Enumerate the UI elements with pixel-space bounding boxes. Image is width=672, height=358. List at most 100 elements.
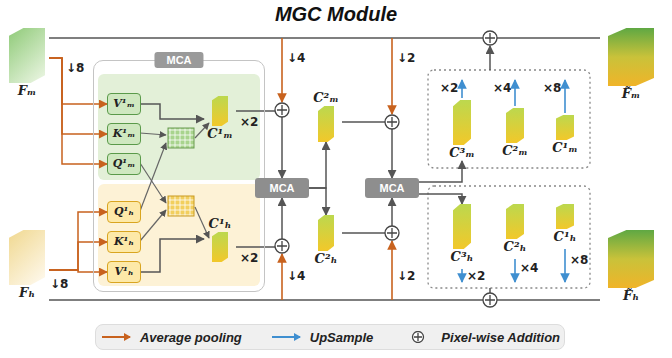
feature-slab [506, 108, 524, 143]
key-line [140, 210, 166, 241]
legend-item: UpSample [270, 330, 374, 345]
query-cross-line [140, 163, 166, 203]
upsample-arrow [514, 259, 516, 282]
feature-label: Fₕ [19, 285, 35, 301]
sum-line [489, 46, 491, 70]
legend-text: Pixel-wise Addition [441, 330, 560, 345]
scale-label: ×8 [543, 80, 561, 96]
attention-output [195, 207, 209, 238]
flow-connector [342, 122, 392, 178]
pooling-connector [49, 242, 107, 270]
mca-box: MCA [365, 178, 419, 198]
legend-item: Average pooling [100, 330, 242, 345]
upsample-arrow [461, 269, 463, 282]
feature-slab [556, 115, 574, 140]
feature-label: C³ₕ [451, 249, 474, 265]
projection-label: K¹ₘ [113, 126, 135, 142]
feature-slab [9, 28, 45, 83]
group-output-lines [489, 46, 491, 293]
pool-line [391, 38, 393, 114]
feature-map-node: C¹ₘ [204, 96, 236, 142]
feature-slab [318, 215, 334, 251]
legend-text: Average pooling [140, 330, 242, 345]
mca-box: MCA [255, 178, 309, 198]
flow-connector [419, 161, 462, 182]
feature-label: C¹ₕ [209, 216, 232, 232]
pool-line [391, 241, 393, 300]
attention-output [195, 123, 209, 138]
feature-slab [556, 204, 574, 229]
attention-map [168, 128, 194, 148]
flow-connector [141, 239, 204, 272]
scale-label: ×2 [240, 250, 258, 266]
diagram-title: MGC Module [0, 3, 672, 26]
scale-label: ↓2 [397, 50, 415, 66]
mca-label: MCA [379, 180, 404, 196]
mca-block: MCAV¹ₘK¹ₘQ¹ₘC¹ₘQ¹ₕK¹ₕV¹ₕC¹ₕ [93, 60, 265, 292]
add-symbol [275, 239, 289, 253]
scale-label: ↓8 [66, 60, 84, 76]
feature-slab [9, 230, 45, 285]
pooling-connector [49, 212, 107, 270]
feature-map-node: C³ₕ [442, 204, 482, 265]
feature-map-node: C²ₕ [495, 204, 535, 255]
feature-map-node: C¹ₕ [545, 204, 585, 245]
scale-label: ×2 [467, 268, 485, 284]
feature-slab [608, 28, 654, 86]
mca-label: MCA [269, 180, 294, 196]
legend-sample [270, 331, 304, 343]
legend-sample [401, 331, 435, 343]
scale-label: ↓8 [50, 276, 68, 292]
add-symbol [275, 103, 289, 117]
mca-green-region [98, 74, 260, 180]
scale-label: ×4 [493, 80, 511, 96]
dotted-group-box [428, 70, 590, 168]
mca-tab: MCA [154, 52, 203, 68]
projection-box: V¹ₘ [107, 93, 141, 115]
add-symbol [483, 293, 497, 307]
upsample-arrow [514, 80, 516, 106]
legend-item: Pixel-wise Addition [401, 330, 560, 345]
feature-label: C²ₕ [315, 251, 338, 267]
scale-label: ×2 [440, 80, 458, 96]
pooling-lines [282, 38, 392, 300]
feature-label: C³ₘ [449, 145, 475, 161]
pool-line [281, 38, 283, 102]
feature-slab [506, 204, 524, 239]
feature-slab [453, 204, 471, 249]
feature-map-node: C²ₘ [310, 90, 342, 142]
flow-connector [419, 194, 462, 204]
projection-box: V¹ₕ [107, 261, 141, 283]
legend-text: UpSample [310, 330, 374, 345]
projection-box: K¹ₘ [107, 123, 141, 145]
feature-label: C¹ₕ [554, 229, 577, 245]
mca-yellow-region [98, 184, 260, 286]
feature-map-node: Fₕ [5, 230, 49, 301]
feature-map-node: F̃ₕ [600, 230, 662, 304]
projection-label: V¹ₕ [114, 264, 133, 280]
scale-label: ↓4 [287, 268, 305, 284]
attention-lines [140, 123, 209, 241]
flow-connector [49, 299, 600, 301]
projection-label: V¹ₘ [113, 96, 134, 112]
feature-slab [212, 96, 228, 126]
upsample-arrow [564, 249, 566, 282]
add-symbol [385, 115, 399, 129]
flow-connector [342, 198, 392, 233]
dotted-group-box [428, 186, 590, 288]
upsample-arrows [462, 80, 565, 282]
add-symbol [483, 31, 497, 45]
scale-label: ↓4 [287, 50, 305, 66]
feature-map-node: Fₘ [5, 28, 49, 99]
feature-map-node: C³ₘ [442, 100, 482, 161]
feature-label: C¹ₘ [207, 126, 233, 142]
feature-label: C²ₘ [313, 90, 339, 106]
flow-connector [309, 142, 326, 188]
projection-box: Q¹ₘ [107, 153, 141, 175]
add-symbol [385, 226, 399, 240]
attention-map [168, 196, 194, 216]
scale-label: ×4 [520, 260, 538, 276]
projection-label: Q¹ₘ [113, 156, 135, 172]
